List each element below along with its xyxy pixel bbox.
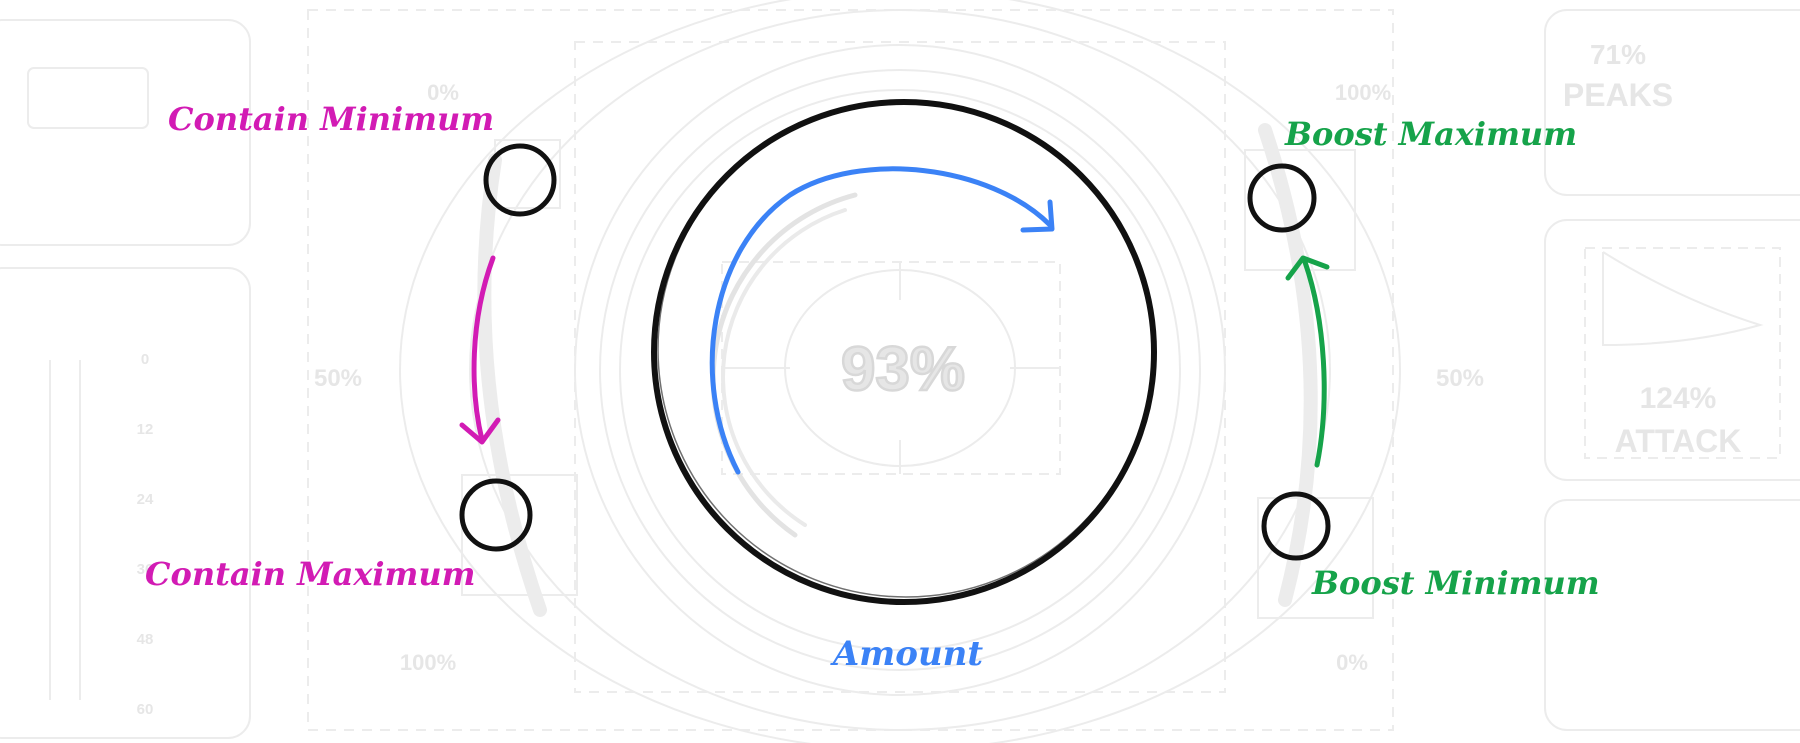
- meter-scale: 0 12 24 36 48 60: [137, 351, 154, 718]
- amount-knob-outline: [657, 100, 1155, 598]
- meter-tick: 24: [137, 491, 154, 508]
- boost-minimum-knob[interactable]: [1261, 491, 1331, 561]
- meter-tick: 36: [137, 561, 154, 578]
- right-panel-mid: [1544, 219, 1800, 481]
- left-panel-top: [0, 19, 251, 246]
- contain-arrow: [471, 255, 496, 443]
- peaks-label: PEAKS: [1563, 77, 1673, 113]
- left-slider-track: [477, 153, 547, 617]
- right-top-percent: 100%: [1335, 80, 1391, 105]
- right-panel-bottom: [1544, 499, 1800, 731]
- boost-arrow-head: [1285, 255, 1330, 281]
- background-labels: 0% 50% 100% 100% 50% 0% 93% 71% PEAKS 12…: [137, 39, 1742, 718]
- right-mid-percent: 50%: [1436, 365, 1484, 392]
- amount-guide-arc: [710, 192, 858, 538]
- contain-maximum-knob[interactable]: [459, 478, 533, 552]
- center-percent-readout: 93%: [841, 335, 965, 404]
- boost-minimum-label: Boost Minimum: [1311, 564, 1600, 602]
- left-dashed-frame: [307, 9, 1394, 731]
- amount-label: Amount: [830, 634, 983, 674]
- meter-tick: 60: [137, 701, 154, 718]
- contain-maximum-label: Contain Maximum: [145, 555, 476, 593]
- right-slider-track: [1258, 123, 1318, 607]
- contain-minimum-knob[interactable]: [483, 143, 557, 217]
- right-panel-top: [1544, 9, 1800, 196]
- amount-arrow: [709, 166, 1053, 475]
- right-bottom-percent: 0%: [1336, 650, 1368, 675]
- left-bottom-percent: 100%: [400, 650, 456, 675]
- contain-minimum-label: Contain Minimum: [168, 100, 494, 138]
- amount-guide-arc: [721, 208, 847, 527]
- meter-tick: 12: [137, 421, 154, 438]
- contain-arrow-head: [459, 417, 501, 445]
- left-panel-bottom: [0, 267, 251, 739]
- attack-value: 124%: [1640, 382, 1717, 415]
- left-top-percent: 0%: [427, 80, 459, 105]
- left-device-icon: [27, 67, 149, 129]
- meter-tick: 0: [141, 351, 149, 368]
- peaks-value: 71%: [1590, 39, 1646, 70]
- attack-label: ATTACK: [1615, 423, 1742, 459]
- left-mid-percent: 50%: [314, 365, 362, 392]
- boost-arrow: [1302, 259, 1327, 468]
- boost-maximum-label: Boost Maximum: [1284, 115, 1577, 153]
- amount-arrow-head: [1020, 199, 1055, 233]
- meter-tick: 48: [137, 631, 154, 648]
- boost-maximum-knob[interactable]: [1247, 163, 1317, 233]
